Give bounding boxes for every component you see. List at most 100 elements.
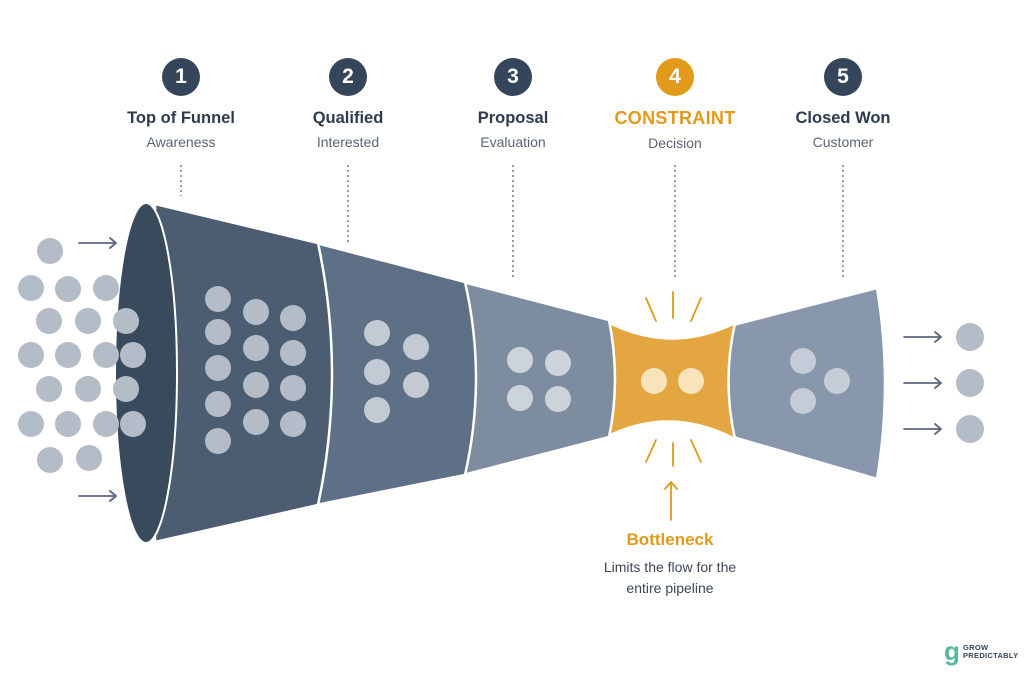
stage-2-number-badge: 2 xyxy=(329,58,367,96)
lead-dot xyxy=(76,445,102,471)
customer-dot xyxy=(956,323,984,351)
pressure-rays xyxy=(645,291,702,467)
customer-dot xyxy=(956,415,984,443)
lead-dot xyxy=(678,368,704,394)
lead-dot xyxy=(120,342,146,368)
arrow-right-icon xyxy=(903,423,942,435)
stage-5-label: 5 Closed Won Customer xyxy=(753,58,933,150)
lead-dot xyxy=(280,340,306,366)
lead-dot xyxy=(243,299,269,325)
lead-dot xyxy=(75,308,101,334)
lead-dot xyxy=(205,355,231,381)
bottleneck-description: Limits the flow for the entire pipeline xyxy=(603,559,737,596)
lead-dot xyxy=(55,342,81,368)
stage-5-title: Closed Won xyxy=(795,109,891,127)
stage-4-number-badge: 4 xyxy=(656,58,694,96)
funnel-segment-3 xyxy=(461,280,617,477)
lead-dot xyxy=(36,376,62,402)
funnel-segment-5 xyxy=(726,286,887,481)
stage-3-subtitle: Evaluation xyxy=(480,134,546,150)
lead-dot xyxy=(641,368,667,394)
lead-dot xyxy=(790,388,816,414)
lead-dot xyxy=(205,286,231,312)
stage-2-label: 2 Qualified Interested xyxy=(258,58,438,150)
lead-dot xyxy=(403,372,429,398)
lead-dot xyxy=(364,320,390,346)
brand-line-1: GROW xyxy=(963,643,989,652)
ray-line xyxy=(645,297,657,322)
lead-dot xyxy=(36,308,62,334)
lead-dot xyxy=(55,411,81,437)
lead-dot xyxy=(18,275,44,301)
stage-3-number-badge: 3 xyxy=(494,58,532,96)
funnel-segment-2 xyxy=(314,241,478,507)
lead-dot xyxy=(93,411,119,437)
brand-line-2: PREDICTABLY xyxy=(963,651,1019,660)
closed-customers xyxy=(956,323,984,443)
lead-dot xyxy=(280,305,306,331)
stage-5-subtitle: Customer xyxy=(812,134,874,150)
stage-3-title: Proposal xyxy=(477,109,549,127)
lead-dot xyxy=(18,411,44,437)
bottleneck-callout: Bottleneck Limits the flow for the entir… xyxy=(585,530,755,599)
lead-dot xyxy=(205,319,231,345)
stage-1-subtitle: Awareness xyxy=(146,134,216,150)
lead-dot xyxy=(113,376,139,402)
lead-dot xyxy=(364,397,390,423)
stage-1-number-badge: 1 xyxy=(162,58,200,96)
stage-2-title: Qualified xyxy=(312,109,384,127)
arrow-right-icon xyxy=(903,377,942,389)
stage-2-dots xyxy=(364,320,429,423)
lead-dot xyxy=(205,428,231,454)
stage-1-label: 1 Top of Funnel Awareness xyxy=(91,58,271,150)
stage-3-dots xyxy=(507,347,571,412)
lead-dot xyxy=(93,275,119,301)
leader-lines xyxy=(180,165,844,280)
funnel-mouth xyxy=(114,202,178,544)
stage-5-number-badge: 5 xyxy=(824,58,862,96)
lead-dot xyxy=(18,342,44,368)
ray-line xyxy=(645,439,657,463)
bottleneck-label: Bottleneck xyxy=(626,530,714,549)
lead-dot xyxy=(37,447,63,473)
stage-4-label: 4 CONSTRAINT Decision xyxy=(585,58,765,151)
stage-2-subtitle: Interested xyxy=(316,134,380,150)
stage-4-dots xyxy=(641,368,704,394)
lead-dot xyxy=(243,372,269,398)
lead-dot xyxy=(280,375,306,401)
lead-dot xyxy=(205,391,231,417)
funnel-segment-1 xyxy=(153,202,334,544)
lead-dot xyxy=(75,376,101,402)
lead-dot xyxy=(507,347,533,373)
lead-dot xyxy=(37,238,63,264)
arrow-right-icon xyxy=(903,331,942,343)
customer-dot xyxy=(956,369,984,397)
lead-dot xyxy=(364,359,390,385)
stage-5-dots xyxy=(790,348,850,414)
incoming-arrows xyxy=(78,237,117,502)
arrow-right-icon xyxy=(78,490,117,502)
lead-dot xyxy=(93,342,119,368)
lead-dot xyxy=(280,411,306,437)
stage-1-title: Top of Funnel xyxy=(127,109,235,127)
ray-line xyxy=(690,297,702,322)
lead-dot xyxy=(120,411,146,437)
lead-dot xyxy=(824,368,850,394)
ray-line xyxy=(690,439,702,463)
stage-3-label: 3 Proposal Evaluation xyxy=(423,58,603,150)
lead-dot xyxy=(790,348,816,374)
lead-dot xyxy=(403,334,429,360)
outgoing-arrows xyxy=(903,331,942,435)
brand-wordmark: GROW PREDICTABLY xyxy=(963,644,1018,660)
lead-dot xyxy=(507,385,533,411)
lead-dot xyxy=(55,276,81,302)
incoming-leads xyxy=(18,238,146,473)
lead-dot xyxy=(545,350,571,376)
arrow-right-icon xyxy=(78,237,117,249)
funnel-segment-4-constraint xyxy=(604,318,737,442)
stage-1-dots xyxy=(205,286,306,454)
lead-dot xyxy=(113,308,139,334)
lead-dot xyxy=(243,335,269,361)
brand-mark: g xyxy=(944,636,960,666)
